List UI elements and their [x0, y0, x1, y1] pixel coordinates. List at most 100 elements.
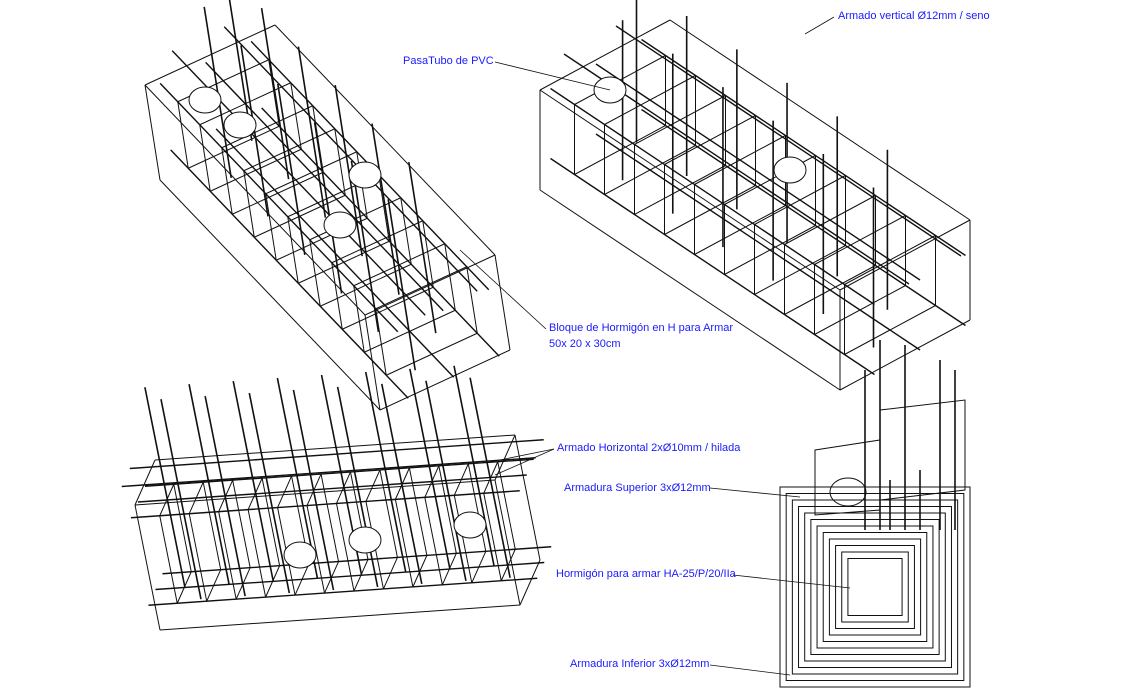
- end-view-stirrup: [804, 512, 946, 662]
- leader-superior: [709, 487, 801, 498]
- leader-bloque: [459, 249, 547, 330]
- cage-top-left-longitudinal-bar: [170, 149, 409, 399]
- pvc-pipe: [829, 477, 867, 507]
- cage-top-left-stirrup: [386, 332, 478, 376]
- cage-bottom-left-stirrup: [218, 511, 237, 600]
- pvc-pipe: [283, 541, 317, 569]
- cage-top-left-box-edge: [144, 84, 161, 181]
- cage-top-left-stirrup: [265, 193, 277, 261]
- cage-top-left-box-edge: [364, 254, 496, 316]
- cage-bottom-left-longitudinal-bar: [130, 490, 520, 519]
- cage-top-left-stirrup: [254, 194, 346, 238]
- leader-pasatubo: [494, 61, 611, 91]
- end-view-stirrup: [779, 486, 971, 688]
- cage-top-right-longitudinal-bar: [595, 63, 921, 281]
- cage-bottom-left-stirrup: [497, 461, 516, 550]
- cage-bottom-left-longitudinal-bar: [155, 561, 545, 591]
- cage-top-left-stirrup: [375, 266, 467, 310]
- label-armado-horizontal: Armado Horizontal 2xØ10mm / hilada: [557, 442, 741, 454]
- cage-top-left-stirrup: [298, 240, 390, 284]
- leader-horizontal-2: [494, 448, 555, 476]
- cage-bottom-left-stirrup: [294, 563, 310, 596]
- cage-bottom-left-vertical-bar: [364, 371, 407, 573]
- cage-bottom-left-stirrup: [438, 465, 457, 554]
- concrete-block: [814, 399, 966, 516]
- cage-bottom-left-stirrup: [159, 515, 178, 604]
- cage-bottom-left-stirrup: [441, 553, 457, 586]
- cage-top-right-stirrup: [664, 185, 756, 235]
- cage-bottom-left-vertical-bar: [292, 389, 335, 591]
- cage-bottom-left-vertical-bar: [144, 387, 186, 588]
- cage-bottom-left-horizontal-bar: [129, 439, 544, 470]
- cage-top-left-box-edge: [364, 314, 381, 411]
- cage-top-right-longitudinal-bar: [641, 108, 966, 327]
- cage-bottom-left-longitudinal-bar: [137, 474, 527, 503]
- cage-bottom-left-stirrup: [365, 469, 381, 502]
- cage-bottom-left-box-edge: [514, 434, 541, 561]
- cage-bottom-left-stirrup: [265, 565, 281, 598]
- pvc-pipe: [453, 511, 487, 539]
- cage-top-right-box-edge: [539, 89, 841, 291]
- cage-top-right-stirrup: [604, 145, 696, 195]
- cage-top-right-stirrup: [784, 265, 876, 315]
- cage-bottom-left-box-edge: [494, 479, 521, 606]
- label-armadura-superior: Armadura Superior 3xØ12mm: [564, 482, 711, 494]
- cage-top-right-stirrup: [574, 125, 666, 175]
- end-view-stirrup: [835, 545, 915, 629]
- cage-bottom-left-stirrup: [353, 559, 369, 592]
- cage-top-left-vertical-bar: [408, 161, 437, 334]
- cage-bottom-left-stirrup: [173, 484, 192, 572]
- cage-bottom-left-stirrup: [202, 482, 222, 570]
- cage-top-left-vertical-bar: [371, 123, 400, 295]
- cage-top-right-box-edge: [539, 189, 841, 391]
- label-armado-vertical: Armado vertical Ø12mm / seno: [838, 10, 990, 22]
- leader-hormigon: [732, 574, 851, 589]
- cage-top-left-box-edge: [274, 24, 496, 256]
- cage-top-left-vertical-bar: [228, 0, 253, 141]
- label-bloque-line1: Bloque de Hormigón en H para Armar: [549, 322, 734, 334]
- cage-bottom-left-vertical-bar: [453, 365, 495, 566]
- leader-inferior: [709, 664, 791, 676]
- cage-bottom-left-vertical-bar: [204, 395, 246, 597]
- cage-top-left-horizontal-bar: [223, 26, 478, 292]
- pvc-pipe: [223, 111, 257, 139]
- pvc-pipe: [188, 86, 222, 114]
- cage-bottom-left-vertical-bar: [248, 392, 291, 594]
- cage-top-right-stirrup: [604, 75, 696, 125]
- cage-bottom-left-vertical-bar: [409, 368, 451, 570]
- cage-bottom-left-vertical-bar: [276, 377, 319, 579]
- cage-top-left-box-edge: [144, 24, 276, 86]
- cage-top-left-stirrup: [177, 101, 189, 169]
- cage-top-left-stirrup: [331, 262, 343, 330]
- cage-top-left-box-edge: [494, 254, 511, 351]
- cage-top-right-stirrup: [694, 135, 786, 185]
- cage-top-left-stirrup: [375, 308, 387, 376]
- cage-bottom-left-vertical-bar: [380, 383, 423, 585]
- cage-top-right-longitudinal-bar: [550, 87, 875, 306]
- cage-bottom-left-stirrup: [188, 482, 204, 514]
- cage-top-right-longitudinal-bar: [595, 133, 921, 351]
- end-view-stirrup: [798, 506, 952, 668]
- label-pasatubo: PasaTubo de PVC: [403, 55, 494, 67]
- cage-bottom-left-stirrup: [471, 551, 487, 583]
- cage-top-right-horizontal-bar: [615, 25, 962, 257]
- cage-bottom-left-stirrup: [176, 571, 192, 604]
- cage-bottom-left-stirrup: [335, 503, 355, 592]
- cage-bottom-left-longitudinal-bar: [162, 546, 552, 575]
- leader-lines: [459, 16, 851, 676]
- cage-top-left-stirrup: [334, 128, 346, 196]
- end-view-stirrup: [822, 532, 928, 642]
- pvc-pipe: [348, 526, 382, 554]
- pvc-pipe: [773, 156, 807, 184]
- cage-top-right-stirrup: [634, 95, 726, 145]
- cage-bottom-left-stirrup: [277, 475, 293, 508]
- cage-bottom-left-stirrup: [408, 467, 428, 556]
- cage-top-right-stirrup: [784, 195, 876, 245]
- cage-top-right-stirrup: [694, 205, 786, 255]
- label-bloque-line2: 50x 20 x 30cm: [549, 338, 621, 350]
- cage-bottom-left-stirrup: [206, 569, 222, 602]
- cage-top-left-stirrup: [466, 266, 478, 334]
- cage-top-left-stirrup: [210, 148, 302, 192]
